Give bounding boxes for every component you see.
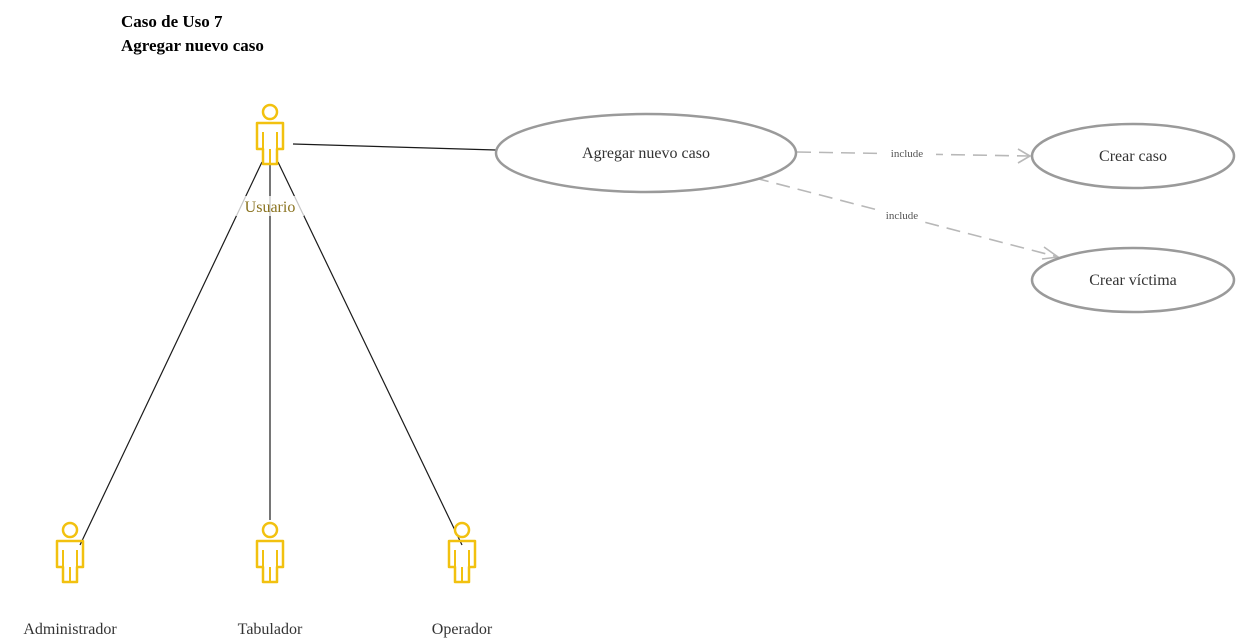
actor-tabulador[interactable]: Tabulador <box>238 521 303 638</box>
include-relation-crear-victima: include <box>754 177 1061 260</box>
actor-operador[interactable]: Operador <box>432 521 493 638</box>
actor-administrador-icon <box>55 521 85 584</box>
use-case-crear-caso[interactable]: Crear caso <box>1030 122 1236 190</box>
include-label-1: include <box>891 148 923 160</box>
association-usuario-agregar <box>292 143 497 151</box>
use-case-label-crear-caso: Crear caso <box>1099 148 1167 165</box>
actor-usuario[interactable]: Usuario <box>236 103 304 216</box>
association-usuario-administrador <box>79 161 263 546</box>
diagram-title: Caso de Uso 7 Agregar nuevo caso <box>121 10 264 58</box>
actor-operador-icon <box>447 521 477 584</box>
include-label-2: include <box>886 210 918 222</box>
title-line-1: Caso de Uso 7 <box>121 12 223 31</box>
actor-administrador[interactable]: Administrador <box>23 521 117 638</box>
actor-label-tabulador: Tabulador <box>238 621 303 638</box>
use-case-crear-victima[interactable]: Crear víctima <box>1030 246 1236 314</box>
use-case-agregar-nuevo-caso[interactable]: Agregar nuevo caso <box>494 112 798 194</box>
actor-tabulador-icon <box>255 521 285 584</box>
include-relation-crear-caso: include <box>796 146 1032 164</box>
title-line-2: Agregar nuevo caso <box>121 36 264 55</box>
use-case-label-agregar: Agregar nuevo caso <box>582 145 710 162</box>
actor-label-operador: Operador <box>432 621 493 638</box>
actor-label-usuario: Usuario <box>245 199 296 216</box>
actor-usuario-icon <box>255 103 285 166</box>
actor-label-administrador: Administrador <box>23 621 117 638</box>
use-case-label-crear-victima: Crear víctima <box>1089 272 1177 289</box>
association-usuario-operador <box>277 161 463 546</box>
